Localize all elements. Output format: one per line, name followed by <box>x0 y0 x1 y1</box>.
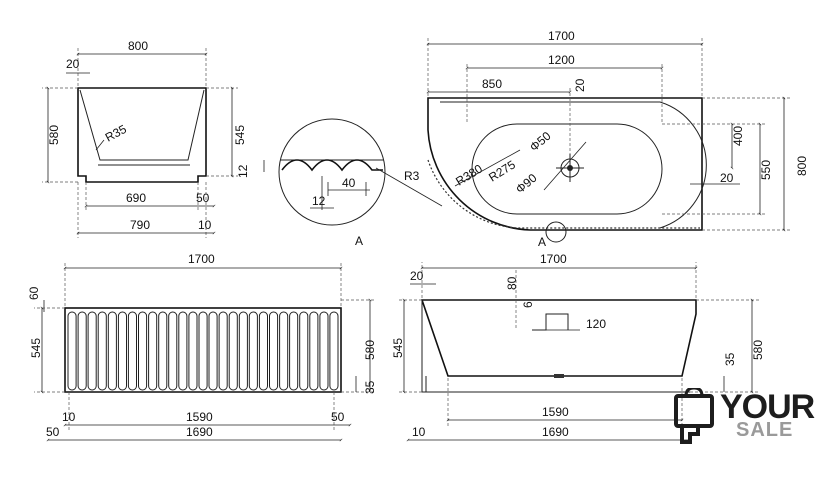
flute <box>107 311 117 391</box>
side-base-offset-label: 50 <box>46 425 60 439</box>
section-base-offset-label: 10 <box>412 425 426 439</box>
flute <box>279 311 289 391</box>
plan-a-label: A <box>538 235 546 249</box>
flute <box>208 311 218 391</box>
plan-drain-offset-label: 850 <box>482 77 502 91</box>
side-height-left-label: 545 <box>29 338 43 358</box>
shopping-bag-hand-icon <box>674 388 714 444</box>
side-height-right-label: 580 <box>363 340 377 360</box>
flute <box>218 311 228 391</box>
flute <box>188 311 198 391</box>
plan-inner-length-label: 1200 <box>548 53 575 67</box>
flute <box>198 311 208 391</box>
flute <box>289 311 299 391</box>
front-offset-label: 50 <box>196 191 210 205</box>
flute <box>269 311 279 391</box>
plan-edge-label: 20 <box>720 171 734 185</box>
front-depth-label: 545 <box>233 125 247 145</box>
front-base-label: 790 <box>130 218 150 232</box>
plan-width-label: 800 <box>795 156 809 176</box>
plan-half-width-label: 400 <box>731 126 745 146</box>
section-inner-length-label: 1590 <box>542 405 569 419</box>
plan-outer-radius-label: R380 <box>453 161 485 188</box>
logo-word: YOUR <box>720 388 815 426</box>
flute <box>168 311 178 391</box>
flute <box>178 311 188 391</box>
flute <box>117 311 128 391</box>
side-top-label: 60 <box>27 286 41 300</box>
flute <box>97 311 107 391</box>
front-width-label: 800 <box>128 39 148 53</box>
logo-subword: SALE <box>736 419 794 441</box>
flute <box>309 311 319 391</box>
flute <box>248 311 258 391</box>
detail-width-label: 12 <box>312 194 326 208</box>
section-height-left-label: 545 <box>391 338 405 358</box>
side-offset-right-label: 50 <box>331 410 345 424</box>
plan-rim-label: 20 <box>573 78 587 92</box>
detail-radius-label: R3 <box>404 169 420 183</box>
plan-inner-radius-label: R275 <box>486 157 518 184</box>
side-length-label: 1700 <box>188 252 215 266</box>
flute-group <box>67 311 339 391</box>
flute <box>87 311 97 391</box>
flute <box>138 311 148 391</box>
plan-drain-large-label: Φ90 <box>513 171 540 197</box>
front-radius-label: R35 <box>103 122 129 145</box>
side-base-length-label: 1690 <box>186 425 213 439</box>
section-length-label: 1700 <box>540 252 567 266</box>
flute <box>67 311 77 391</box>
side-base-label: 35 <box>363 380 377 394</box>
section-rim-label: 20 <box>410 269 424 283</box>
flute <box>238 311 248 391</box>
flute <box>319 311 329 391</box>
plan-view: A 1700 1200 850 20 400 550 800 R380 R275 <box>426 29 809 249</box>
detail-a-view: 12 R3 40 12 A <box>236 118 443 248</box>
front-section-view: 800 20 580 545 R35 690 50 790 10 <box>42 39 247 238</box>
plan-drain-small-label: Φ50 <box>527 129 554 155</box>
flute <box>228 311 238 391</box>
side-section-view: 1700 20 80 6 120 545 580 35 1590 10 1690 <box>391 252 765 442</box>
detail-pitch-label: 40 <box>342 176 356 190</box>
section-height-right-label: 580 <box>751 340 765 360</box>
detail-a-label: A <box>355 234 363 248</box>
plan-inner-width-label: 550 <box>759 160 773 180</box>
flute <box>127 311 137 391</box>
side-inner-length-label: 1590 <box>186 410 213 424</box>
section-base-label: 35 <box>723 352 737 366</box>
section-overflow-height-label: 80 <box>505 276 519 290</box>
flute <box>258 311 268 391</box>
flute <box>329 311 339 391</box>
front-inner-label: 690 <box>126 191 146 205</box>
side-offset-left-label: 10 <box>62 410 76 424</box>
section-overflow-gap-label: 6 <box>521 301 535 308</box>
section-base-length-label: 1690 <box>542 425 569 439</box>
yoursale-logo: YOUR SALE <box>668 388 838 448</box>
detail-height-label: 12 <box>236 164 250 178</box>
flute <box>158 311 168 391</box>
flute <box>148 311 158 391</box>
plan-length-label: 1700 <box>548 29 575 43</box>
front-height-label: 580 <box>47 125 61 145</box>
front-rim-label: 20 <box>66 57 80 71</box>
flute <box>77 311 87 391</box>
section-overflow-width-label: 120 <box>586 317 606 331</box>
flute <box>299 311 309 391</box>
front-base-offset-label: 10 <box>198 218 212 232</box>
side-elevation-view: 1700 60 545 580 35 10 1590 50 50 1690 <box>27 252 377 442</box>
